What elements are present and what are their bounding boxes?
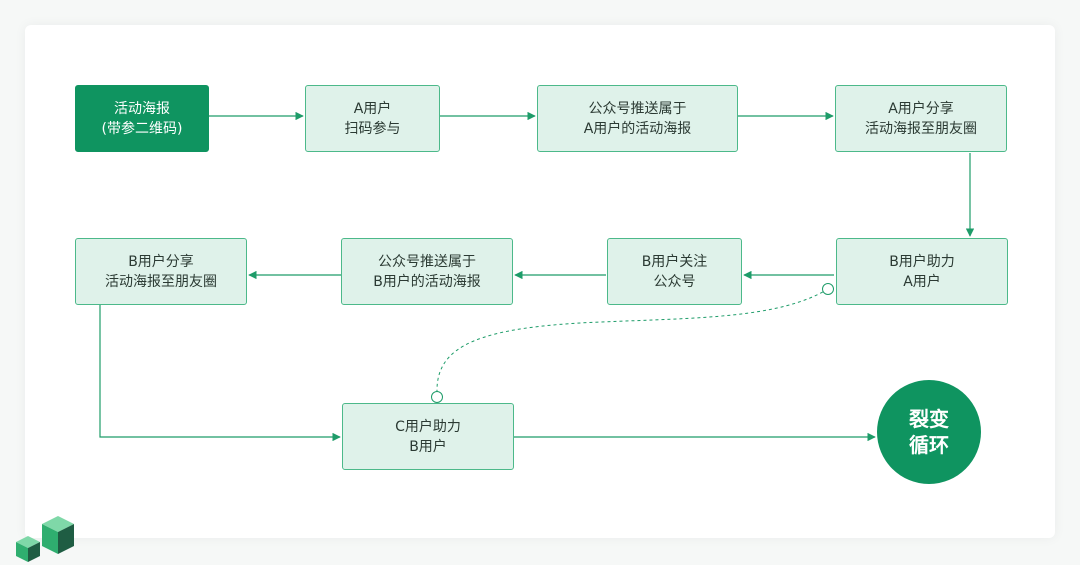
node-b-user-follow-line1: B用户关注 xyxy=(641,253,708,270)
dashed-link-b-help-to-c-help xyxy=(436,288,829,393)
node-fission-cycle-line2: 循环 xyxy=(909,433,949,457)
node-a-user-share: A用户分享 活动海报至朋友圈 xyxy=(835,85,1007,152)
node-c-user-help-line1: C用户助力 xyxy=(395,418,461,435)
node-push-b-poster-line1: 公众号推送属于 xyxy=(378,253,476,270)
node-b-user-share: B用户分享 活动海报至朋友圈 xyxy=(75,238,247,305)
node-push-a-poster-line1: 公众号推送属于 xyxy=(588,100,687,117)
node-a-user-scan: A用户 扫码参与 xyxy=(305,85,440,152)
node-b-user-follow: B用户关注 公众号 xyxy=(607,238,742,305)
node-c-user-help-line2: B用户 xyxy=(409,438,447,455)
node-a-user-scan-line1: A用户 xyxy=(353,100,392,117)
node-a-user-scan-line2: 扫码参与 xyxy=(344,120,401,137)
arrow-b-share-to-c-help xyxy=(99,305,341,442)
node-b-user-help-line2: A用户 xyxy=(903,273,941,290)
node-b-user-share-line2: 活动海报至朋友圈 xyxy=(105,273,217,290)
node-activity-poster-line2: (带参二维码) xyxy=(101,120,183,137)
dashed-link-endpoint-bottom xyxy=(431,391,443,403)
node-push-a-poster: 公众号推送属于 A用户的活动海报 xyxy=(537,85,738,152)
node-activity-poster-line1: 活动海报 xyxy=(114,100,170,117)
node-push-a-poster-line2: A用户的活动海报 xyxy=(583,120,692,137)
node-push-b-poster: 公众号推送属于 B用户的活动海报 xyxy=(341,238,513,305)
node-b-user-follow-line2: 公众号 xyxy=(653,273,696,290)
node-b-user-help: B用户助力 A用户 xyxy=(836,238,1008,305)
node-b-user-share-line1: B用户分享 xyxy=(128,253,194,270)
dashed-link-endpoint-top xyxy=(822,283,834,295)
node-fission-cycle: 裂变 循环 xyxy=(877,380,981,484)
node-activity-poster: 活动海报 (带参二维码) xyxy=(75,85,209,152)
node-fission-cycle-line1: 裂变 xyxy=(909,407,949,431)
node-c-user-help: C用户助力 B用户 xyxy=(342,403,514,470)
node-b-user-help-line1: B用户助力 xyxy=(889,253,955,270)
node-push-b-poster-line2: B用户的活动海报 xyxy=(373,273,481,290)
node-a-user-share-line2: 活动海报至朋友圈 xyxy=(865,120,977,137)
node-a-user-share-line1: A用户分享 xyxy=(888,100,954,117)
cube-logo-icon xyxy=(16,516,74,562)
